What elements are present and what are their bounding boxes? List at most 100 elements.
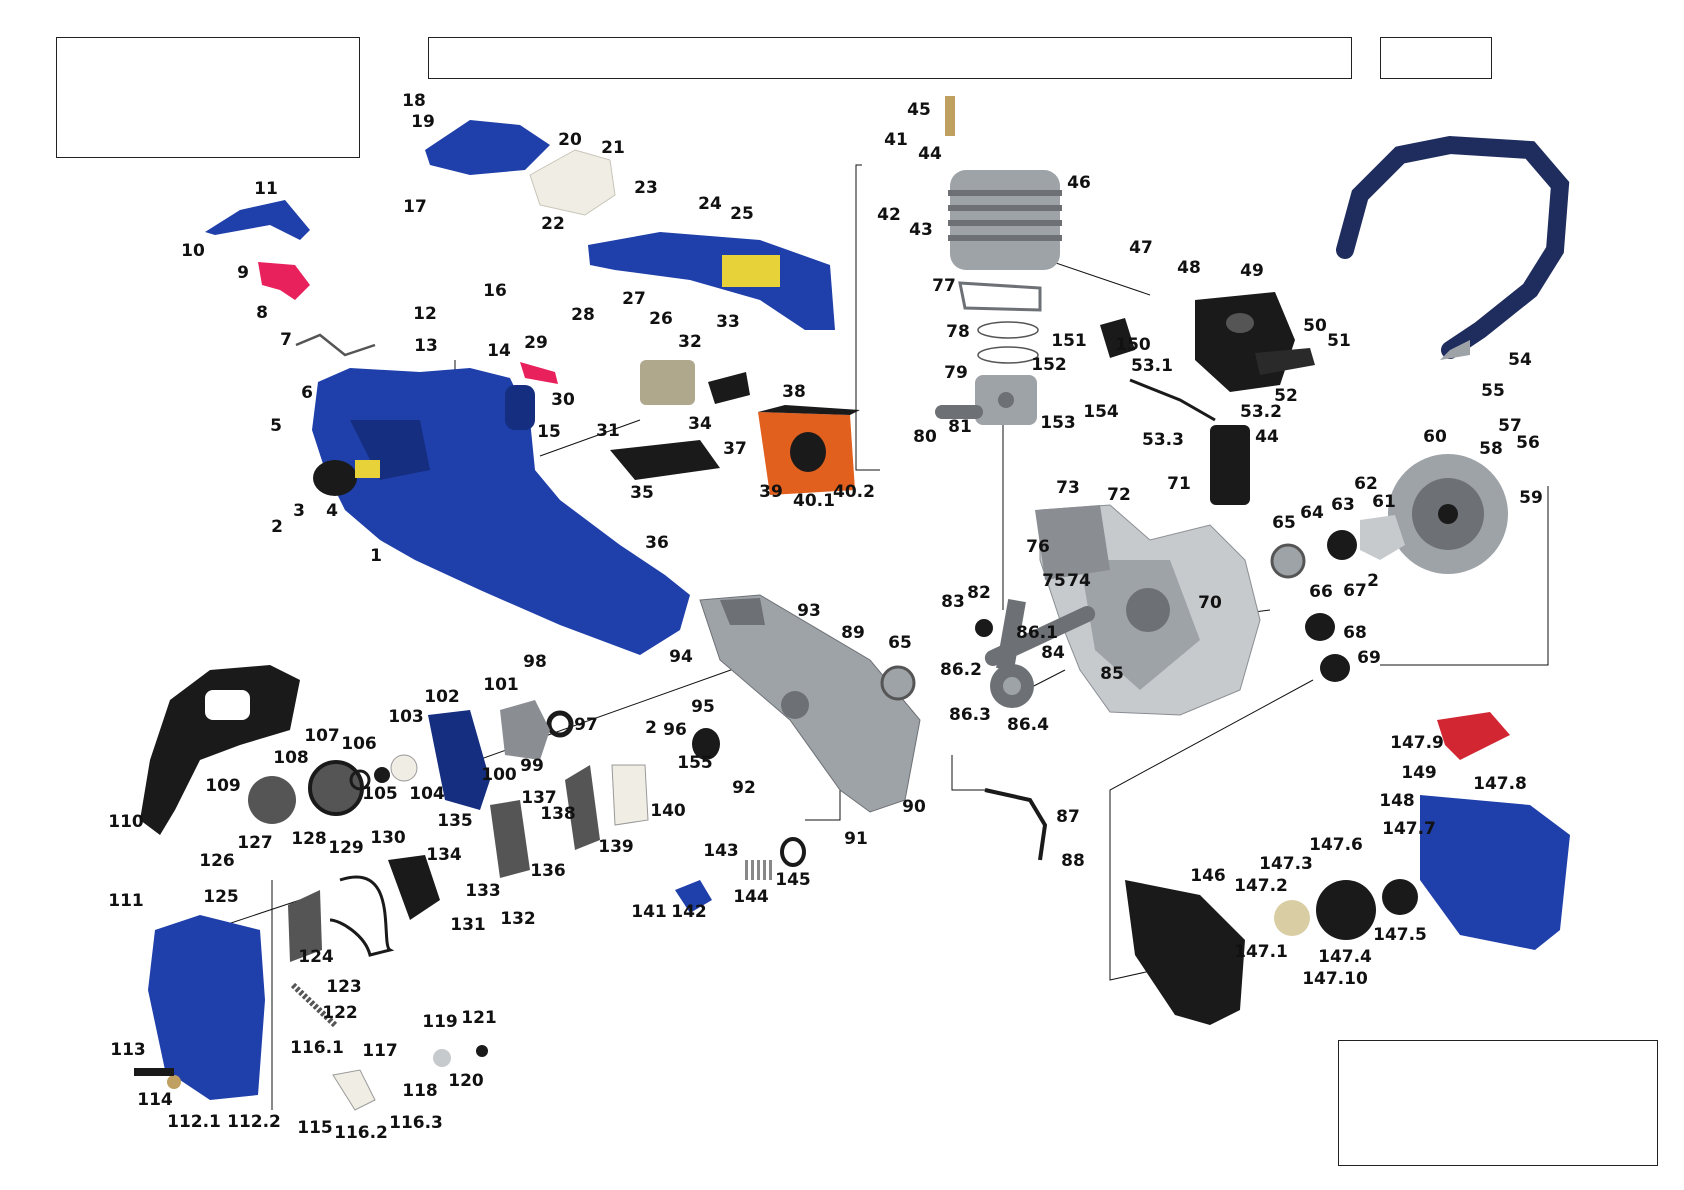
callout-95: 95 — [691, 697, 715, 717]
callout-96: 96 — [663, 720, 687, 740]
callout-63: 63 — [1331, 495, 1355, 515]
callout-102: 102 — [424, 687, 460, 707]
intake-gasket — [610, 440, 720, 480]
callout-112.1: 112.1 — [167, 1112, 221, 1132]
sprocket-side-cover — [148, 915, 265, 1100]
callout-147.10: 147.10 — [1302, 969, 1368, 989]
callout-148: 148 — [1379, 791, 1415, 811]
footer-right-box — [1338, 1040, 1658, 1166]
callout-83: 83 — [941, 592, 965, 612]
callout-129: 129 — [328, 838, 364, 858]
callout-24: 24 — [698, 194, 722, 214]
header-right-box — [1380, 37, 1492, 79]
callout-146: 146 — [1190, 866, 1226, 886]
callout-7: 7 — [280, 330, 292, 350]
callout-20: 20 — [558, 130, 582, 150]
callout-86.3: 86.3 — [949, 705, 991, 725]
callout-9: 9 — [237, 263, 249, 283]
callout-85: 85 — [1100, 664, 1124, 684]
piston-ring-bottom — [977, 346, 1039, 364]
main-housing — [312, 368, 690, 655]
callout-151: 151 — [1051, 331, 1087, 351]
callout-78: 78 — [946, 322, 970, 342]
callout-147.5: 147.5 — [1373, 925, 1427, 945]
callout-23: 23 — [634, 178, 658, 198]
flywheel — [1388, 454, 1508, 574]
callout-61: 61 — [1372, 492, 1396, 512]
callout-37: 37 — [723, 439, 747, 459]
spark-plug — [945, 96, 955, 136]
callout-147.3: 147.3 — [1259, 854, 1313, 874]
callout-101: 101 — [483, 675, 519, 695]
callout-112.2: 112.2 — [227, 1112, 281, 1132]
fan-housing — [1125, 880, 1245, 1025]
callout-147.1: 147.1 — [1234, 942, 1288, 962]
callout-111: 111 — [108, 891, 144, 911]
callout-93: 93 — [797, 601, 821, 621]
callout-92: 92 — [732, 778, 756, 798]
callout-66: 66 — [1309, 582, 1333, 602]
callout-119: 119 — [422, 1012, 458, 1032]
muffler-shield — [1100, 318, 1135, 358]
tensioner-nut — [476, 1045, 488, 1057]
callout-22: 22 — [541, 214, 565, 234]
callout-147.6: 147.6 — [1309, 835, 1363, 855]
callout-98: 98 — [523, 652, 547, 672]
callout-2a: 2 — [271, 517, 283, 537]
clutch-cover-plate — [428, 710, 490, 810]
cylinder — [948, 170, 1062, 270]
callout-36: 36 — [645, 533, 669, 553]
brake-lever — [388, 855, 440, 920]
callout-120: 120 — [448, 1071, 484, 1091]
callout-113: 113 — [110, 1040, 146, 1060]
callout-52: 52 — [1274, 386, 1298, 406]
callout-80: 80 — [913, 427, 937, 447]
pawl-carrier — [1274, 900, 1310, 936]
callout-145: 145 — [775, 870, 811, 890]
callout-116.2: 116.2 — [334, 1123, 388, 1143]
callout-11: 11 — [254, 179, 278, 199]
callout-26: 26 — [649, 309, 673, 329]
callout-147.9: 147.9 — [1390, 733, 1444, 753]
top-cover — [425, 120, 550, 175]
callout-147.8: 147.8 — [1473, 774, 1527, 794]
callout-150: 150 — [1115, 335, 1151, 355]
callout-64: 64 — [1300, 503, 1324, 523]
oil-hose — [984, 788, 1048, 861]
callout-104: 104 — [409, 784, 445, 804]
callout-97: 97 — [574, 715, 598, 735]
callout-59: 59 — [1519, 488, 1543, 508]
callout-50: 50 — [1303, 316, 1327, 336]
callout-106: 106 — [341, 734, 377, 754]
callout-13: 13 — [414, 336, 438, 356]
callout-94: 94 — [669, 647, 693, 667]
callout-55: 55 — [1481, 381, 1505, 401]
callout-141: 141 — [631, 902, 667, 922]
bar-plate — [611, 764, 649, 826]
muffler — [1195, 292, 1315, 392]
callout-34: 34 — [688, 414, 712, 434]
crankshaft — [984, 598, 1096, 708]
starter-handle — [1437, 712, 1510, 760]
callout-147.4: 147.4 — [1318, 947, 1372, 967]
callout-69: 69 — [1357, 648, 1381, 668]
oil-pump — [500, 700, 550, 760]
throttle-rod — [295, 333, 376, 357]
callout-27: 27 — [622, 289, 646, 309]
callout-128: 128 — [291, 829, 327, 849]
piston-ring-top — [977, 321, 1039, 339]
callout-54: 54 — [1508, 350, 1532, 370]
ignition-plate — [1360, 515, 1405, 560]
callout-14: 14 — [487, 341, 511, 361]
callout-152: 152 — [1031, 355, 1067, 375]
starter-pulley — [1316, 880, 1376, 940]
callout-117: 117 — [362, 1041, 398, 1061]
callout-53.3: 53.3 — [1142, 430, 1184, 450]
callout-42: 42 — [877, 205, 901, 225]
callout-8: 8 — [256, 303, 268, 323]
callout-130: 130 — [370, 828, 406, 848]
callout-127: 127 — [237, 833, 273, 853]
callout-45: 45 — [907, 100, 931, 120]
callout-154: 154 — [1083, 402, 1119, 422]
